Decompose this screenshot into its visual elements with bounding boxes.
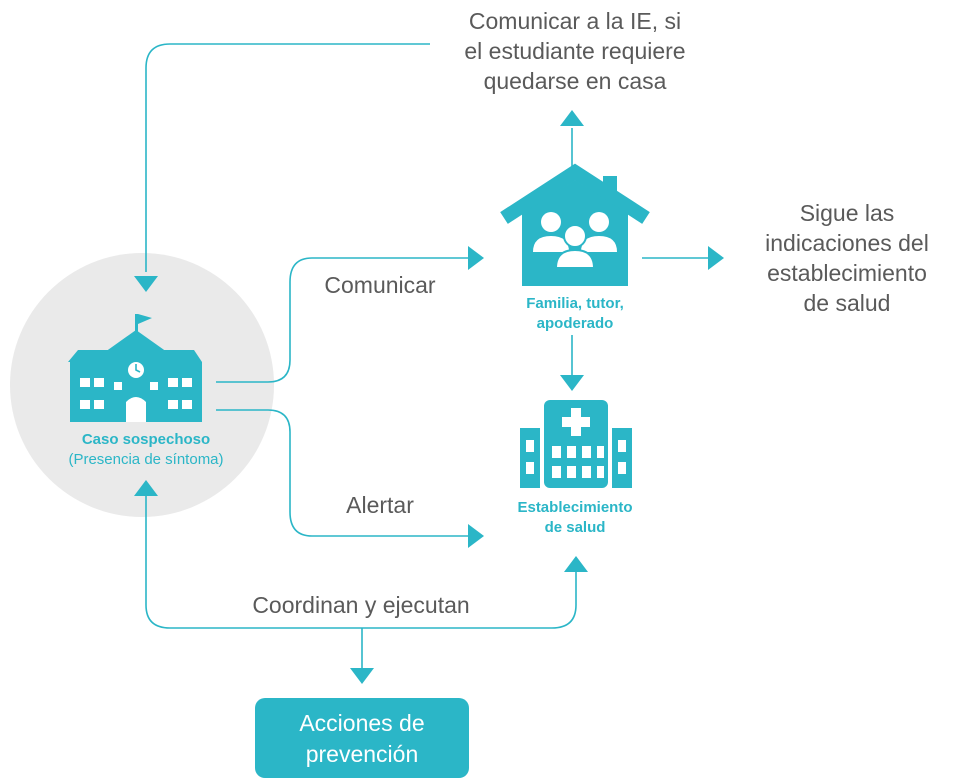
connector-ie-to-caso <box>145 43 430 272</box>
label-comunicar: Comunicar <box>324 272 436 298</box>
label-coordinan: Coordinan y ejecutan <box>252 592 470 618</box>
arrow-up-establecimiento <box>564 556 588 572</box>
familia-title: Familia, tutor, apoderado <box>526 295 624 332</box>
connectors <box>145 43 708 668</box>
arrow-down-caso <box>134 276 158 292</box>
connector-coordinan <box>145 496 577 629</box>
family-house-icon <box>500 163 650 286</box>
arrow-down-acciones <box>350 668 374 684</box>
arrow-up-ie <box>560 110 584 126</box>
arrow-up-caso <box>134 480 158 496</box>
arrow-right-establecimiento <box>468 524 484 548</box>
acciones-prevencion-box: Acciones de prevención <box>255 698 469 778</box>
arrow-right-sigue <box>708 246 724 270</box>
caso-sospechoso-subtitle: (Presencia de síntoma) <box>68 451 224 468</box>
arrowheads <box>134 110 724 684</box>
arrow-right-familia <box>468 246 484 270</box>
establecimiento-title: Establecimiento de salud <box>517 499 633 536</box>
hospital-icon <box>520 400 632 488</box>
label-alertar: Alertar <box>346 492 414 518</box>
connector-comunicar <box>216 257 470 383</box>
caso-sospechoso-title: Caso sospechoso <box>81 431 211 448</box>
connector-alertar <box>216 409 470 537</box>
label-comunicar-ie: Comunicar a la IE, si el estudiante requ… <box>464 8 686 94</box>
label-sigue-indicaciones: Sigue las indicaciones del establecimien… <box>765 200 929 316</box>
arrow-down-establecimiento <box>560 375 584 391</box>
school-icon <box>68 314 202 422</box>
